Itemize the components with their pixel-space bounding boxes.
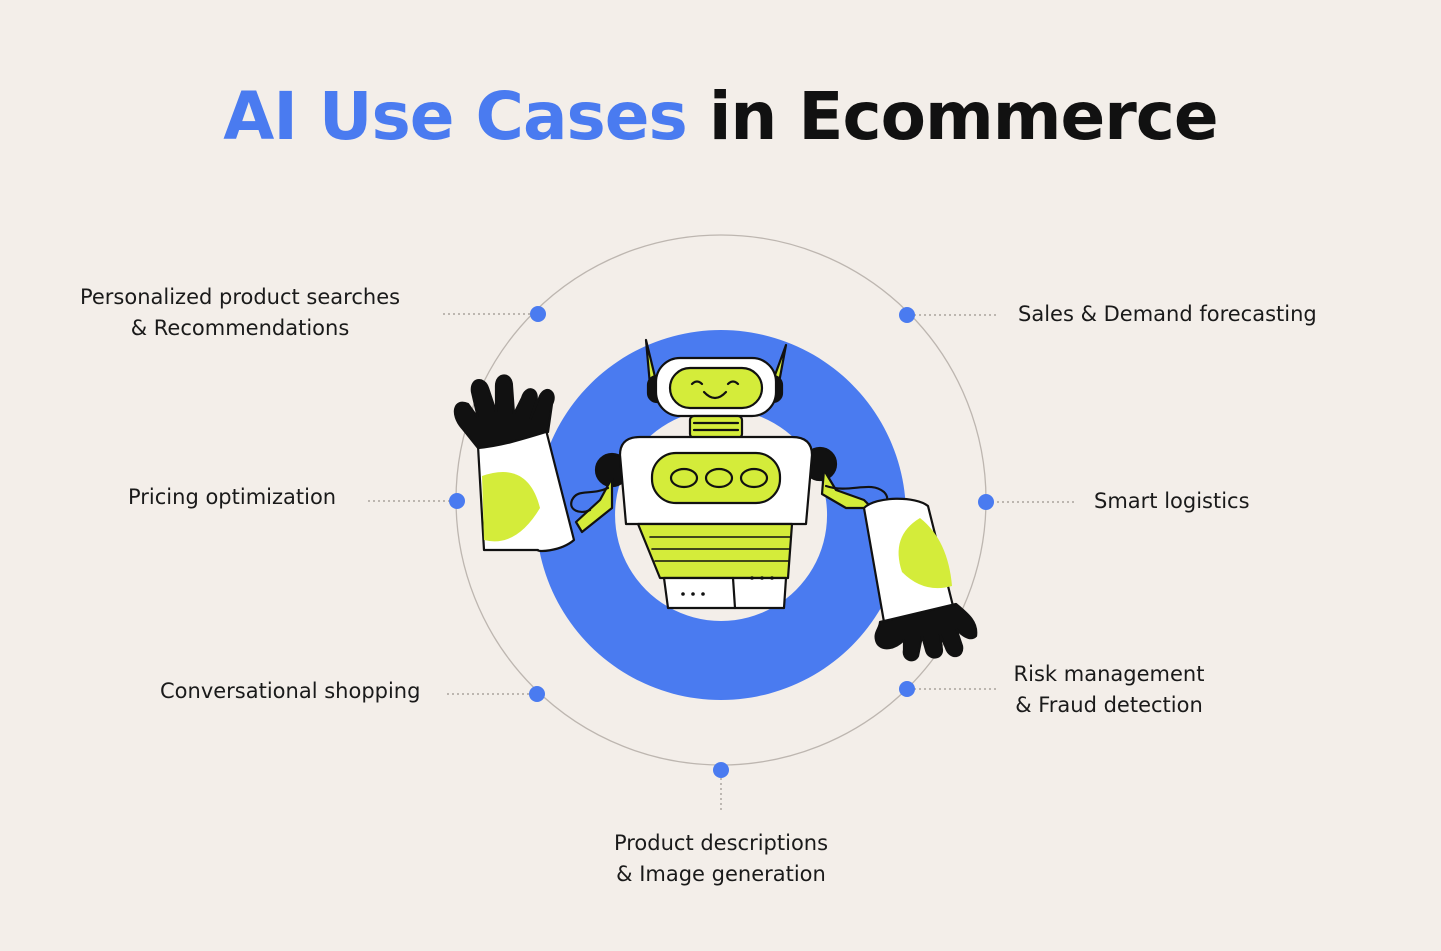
robot-arm-upper-left: [574, 476, 614, 534]
title-accent: AI Use Cases: [223, 78, 688, 155]
robot-chest-light: [739, 467, 769, 489]
robot-hips: [662, 576, 788, 610]
connector-lines: [368, 313, 1077, 812]
robot-hand-left: [453, 374, 555, 450]
use-case-label-risk-management: Risk management & Fraud detection: [1013, 662, 1205, 717]
node-dot: [529, 686, 545, 702]
use-case-label-demand-forecasting: Sales & Demand forecasting: [1018, 302, 1317, 326]
robot-hand-right: [874, 602, 978, 662]
robot-eye-left: [690, 380, 704, 386]
robot-hip-split: [731, 576, 737, 610]
blue-donut: [535, 330, 906, 700]
page-title: AI Use Cases in Ecommerce: [0, 78, 1441, 155]
robot-cable-left: [570, 486, 610, 514]
robot-face: [668, 366, 764, 410]
robot-neck: [688, 414, 744, 440]
robot-waist: [636, 522, 794, 580]
robot-eye-right: [726, 380, 740, 386]
node-dots: [449, 306, 994, 778]
robot-forearm-left-accent: [482, 472, 540, 542]
robot-chest-panel: [650, 451, 782, 505]
use-case-label-smart-logistics: Smart logistics: [1094, 489, 1250, 513]
robot-illustration: [453, 338, 978, 662]
robot-chest-light: [669, 467, 699, 489]
use-case-label-pricing-optimization: Pricing optimization: [128, 485, 337, 509]
node-dot: [713, 762, 729, 778]
use-case-label-product-descriptions: Product descriptions & Image generation: [613, 831, 829, 886]
robot-forearm-right-accent: [898, 518, 952, 589]
node-dot: [899, 681, 915, 697]
robot-chest-light: [704, 467, 734, 489]
node-dot: [449, 493, 465, 509]
use-case-label-conversational-shopping: Conversational shopping: [160, 679, 421, 703]
use-case-label-personalized-search: Personalized product searches & Recommen…: [79, 285, 401, 340]
robot-smile: [702, 390, 728, 400]
node-dot: [530, 306, 546, 322]
node-dot: [978, 494, 994, 510]
title-rest: in Ecommerce: [708, 78, 1219, 155]
node-dot: [899, 307, 915, 323]
